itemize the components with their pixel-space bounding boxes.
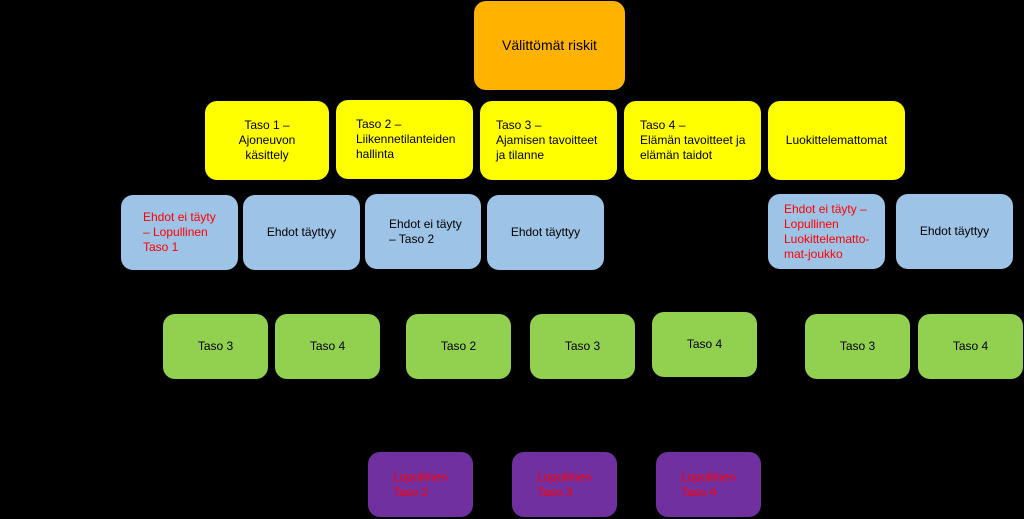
- node-label: Taso 2 – Liikennetilanteiden hallinta: [356, 117, 456, 161]
- node-label: Ehdot ei täyty – Lopullinen Taso 1: [143, 210, 216, 254]
- node-label: Taso 2: [440, 339, 477, 353]
- node-lopullinen-taso-2: Lopullinen Taso 2: [368, 452, 473, 517]
- node-label: Taso 4: [686, 337, 723, 351]
- node-taso-3-b: Taso 3: [530, 314, 635, 379]
- node-ehdot-tayttyy-1: Ehdot täyttyy: [243, 195, 360, 270]
- node-taso-4-c: Taso 4: [918, 314, 1023, 379]
- node-lopullinen-taso-3: Lopullinen Taso 3: [512, 452, 617, 517]
- connector-level2-to-finals: [456, 380, 703, 452]
- node-taso-3: Taso 3 – Ajamisen tavoitteet ja tilanne: [480, 101, 617, 180]
- node-taso-2-b: Taso 2: [406, 314, 511, 379]
- node-label: Taso 4 – Elämän tavoitteet ja elämän tai…: [640, 118, 746, 162]
- connector-ehdot-to-level2-c: [857, 270, 968, 315]
- node-label: Taso 4: [952, 339, 989, 353]
- node-label: Lopullinen Taso 3: [537, 469, 592, 499]
- node-taso-1: Taso 1 – Ajoneuvon käsittely: [205, 101, 329, 180]
- node-ehdot-tayttyy-3: Ehdot täyttyy: [896, 194, 1013, 269]
- node-taso-2: Taso 2 – Liikennetilanteiden hallinta: [336, 100, 473, 179]
- node-taso-3-c: Taso 3: [805, 314, 910, 379]
- connector-luokittelemattomat-to-conditions: [827, 180, 957, 195]
- node-taso-4-b: Taso 4: [652, 312, 757, 377]
- node-taso-4: Taso 4 – Elämän tavoitteet ja elämän tai…: [624, 101, 761, 180]
- connector-root-to-level1: [266, 90, 836, 101]
- node-taso-4-a: Taso 4: [275, 314, 380, 379]
- node-taso-3-a: Taso 3: [163, 314, 268, 379]
- node-ehdot-ei-tayty-taso-1: Ehdot ei täyty – Lopullinen Taso 1: [121, 195, 238, 270]
- node-label: Ehdot täyttyy: [266, 225, 337, 239]
- node-label: Lopullinen Taso 4: [681, 469, 736, 499]
- connector-ehdot-to-level2: [215, 270, 328, 315]
- node-label: Ehdot täyttyy: [510, 225, 581, 239]
- node-label: Ehdot täyttyy: [919, 224, 990, 238]
- node-valittomat-riskit: Välittömät riskit: [474, 1, 625, 90]
- node-label: Ehdot ei täyty – Lopullinen Luokittelema…: [784, 201, 870, 261]
- node-ehdot-ei-tayty-luokittelemattomat: Ehdot ei täyty – Lopullinen Luokittelema…: [768, 194, 885, 269]
- node-label: Taso 1 – Ajoneuvon käsittely: [238, 118, 296, 162]
- node-label: Taso 3: [564, 339, 601, 353]
- node-label: Luokittelemattomat: [785, 133, 888, 147]
- connector-taso1-to-conditions: [180, 180, 302, 195]
- connector-ehdot-to-level2-b: [457, 270, 702, 315]
- node-label: Välittömät riskit: [502, 37, 597, 53]
- node-label: Taso 4: [309, 339, 346, 353]
- node-label: Taso 3 – Ajamisen tavoitteet ja tilanne: [496, 118, 598, 162]
- node-luokittelemattomat: Luokittelemattomat: [768, 101, 905, 180]
- node-label: Lopullinen Taso 2: [393, 469, 448, 499]
- node-label: Ehdot ei täyty – Taso 2: [389, 216, 462, 246]
- node-ehdot-ei-tayty-taso-2: Ehdot ei täyty – Taso 2: [365, 194, 481, 269]
- node-ehdot-tayttyy-2: Ehdot täyttyy: [487, 195, 604, 270]
- node-label: Taso 3: [197, 339, 234, 353]
- node-lopullinen-taso-4: Lopullinen Taso 4: [656, 452, 761, 517]
- node-label: Taso 3: [839, 339, 876, 353]
